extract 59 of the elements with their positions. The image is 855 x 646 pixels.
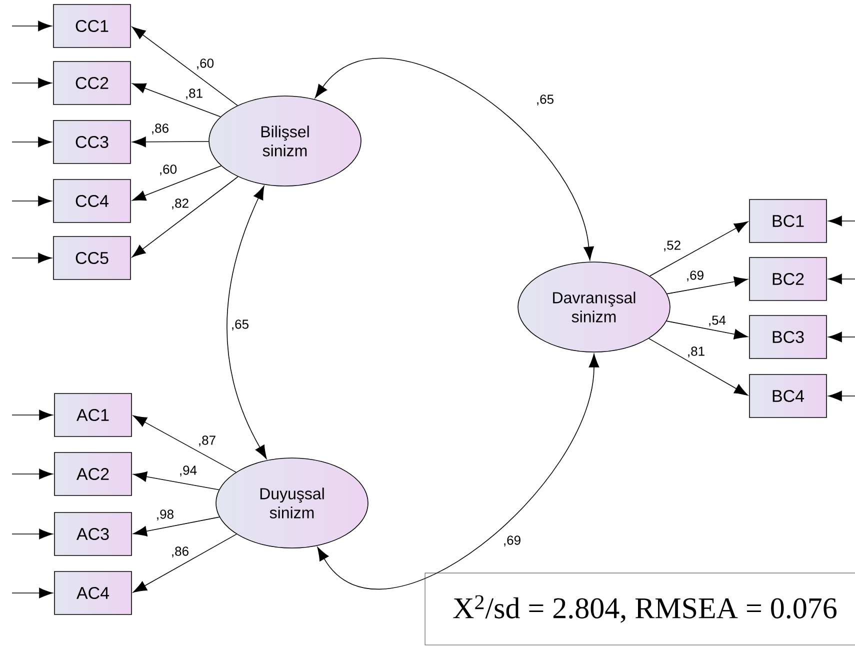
indicator-box: AC1 [54,393,132,437]
edge-label: ,94 [180,466,197,476]
covariance-arrow [226,186,267,459]
loading-arrow [666,276,748,294]
indicator-box: AC2 [54,452,132,496]
loading-arrow [133,516,220,536]
indicator-box: AC4 [54,571,132,615]
indicator-box: CC5 [53,236,131,280]
edge-label: ,81 [186,88,202,100]
error-arrow [12,20,52,32]
indicator-box: AC3 [54,512,132,556]
indicator-box: BC4 [749,374,827,418]
edge-label: ,60 [197,58,214,70]
error-arrow [12,468,53,480]
error-arrow [12,410,53,420]
loading-arrow [648,338,748,396]
error-arrow [828,390,855,402]
edge-label: ,87 [199,436,216,446]
edge-label: ,86 [152,124,168,134]
loading-arrow [132,415,236,473]
indicator-box: CC1 [53,4,131,48]
loading-arrow [132,136,210,148]
edge-label: ,69 [687,270,704,282]
error-arrow [828,216,855,226]
fit-index-box: X$^{2}$/sd = 2.804, RMSEA = 0.076 [424,572,855,646]
error-arrow [12,136,52,148]
edge-label: ,69 [504,536,520,546]
edge-label: ,81 [688,346,704,358]
error-arrow [12,196,52,206]
edge-label: ,98 [157,510,174,520]
edge-label: ,82 [172,198,188,210]
indicator-box: BC2 [749,257,827,301]
error-arrow [12,78,52,88]
indicator-box: BC3 [749,315,827,359]
edge-label: ,52 [664,240,680,252]
indicator-box: CC2 [53,61,131,105]
loading-arrow [649,221,748,276]
loading-arrow [132,83,221,118]
loading-arrow [132,534,237,593]
edge-label: ,65 [232,320,248,330]
error-arrow [12,252,52,264]
error-arrow [828,274,855,284]
covariance-arrow [314,58,594,260]
loading-arrow [132,176,238,258]
edge-label: ,60 [160,164,177,176]
edge-label: ,54 [709,316,726,326]
indicator-box: CC3 [53,120,131,164]
loading-arrow [133,471,220,490]
error-arrow [12,528,53,540]
indicator-box: CC4 [53,179,131,223]
edge-label: ,86 [172,546,188,558]
indicator-box: BC1 [749,199,827,243]
loading-arrow [666,320,748,340]
loading-arrow [132,26,238,106]
error-arrow [828,332,855,342]
edge-label: ,65 [537,94,554,106]
covariance-arrow [317,354,600,589]
loading-arrow [132,165,222,201]
error-arrow [12,588,53,598]
